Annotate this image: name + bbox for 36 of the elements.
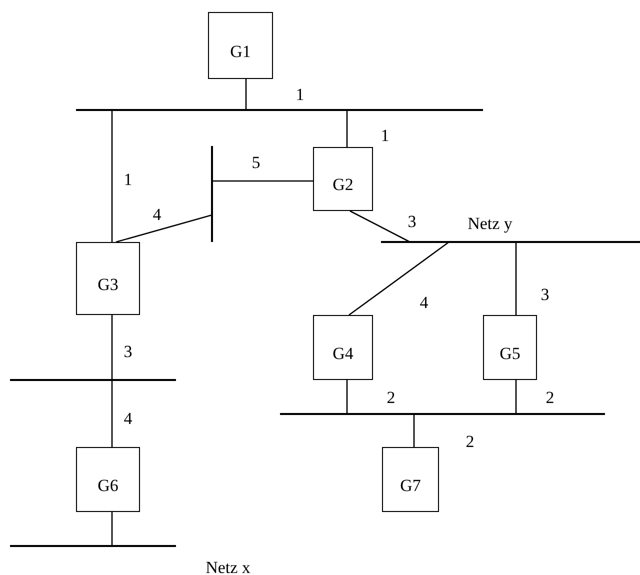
connection-line — [245, 79, 247, 110]
generator-box: G6 — [76, 447, 140, 512]
edge-label: 1 — [296, 86, 304, 104]
connection-line — [350, 210, 410, 243]
edge-label: 4 — [124, 410, 132, 428]
edge-label: 4 — [152, 206, 162, 224]
connection-line — [348, 241, 450, 316]
network-label: Netz x — [206, 559, 250, 575]
edge-label: 3 — [408, 213, 416, 231]
connection-line — [346, 110, 348, 147]
generator-box: G7 — [382, 447, 439, 512]
connection-line — [111, 380, 113, 447]
edge-label: 5 — [252, 154, 260, 172]
connection-line — [515, 242, 517, 315]
connection-line — [413, 414, 415, 447]
generator-box: G1 — [208, 12, 273, 79]
connection-line — [116, 214, 212, 243]
connection-line — [111, 110, 113, 242]
edge-label: 1 — [124, 171, 132, 189]
connection-line — [111, 315, 113, 380]
connection-line — [212, 180, 313, 182]
edge-label: 3 — [540, 286, 550, 304]
generator-box: G5 — [483, 315, 537, 380]
edge-label: 2 — [386, 389, 396, 407]
connection-line — [346, 380, 348, 414]
network-label: Netz y — [468, 215, 512, 233]
generator-box: G2 — [313, 147, 373, 211]
edge-label: 2 — [466, 433, 474, 451]
connection-line — [111, 512, 113, 546]
generator-box: G4 — [313, 315, 373, 380]
connection-line — [515, 380, 517, 414]
generator-box: G3 — [76, 242, 140, 315]
edge-label: 2 — [546, 389, 554, 407]
edge-label: 1 — [380, 127, 390, 145]
edge-label: 4 — [420, 294, 428, 312]
edge-label: 3 — [124, 343, 132, 361]
